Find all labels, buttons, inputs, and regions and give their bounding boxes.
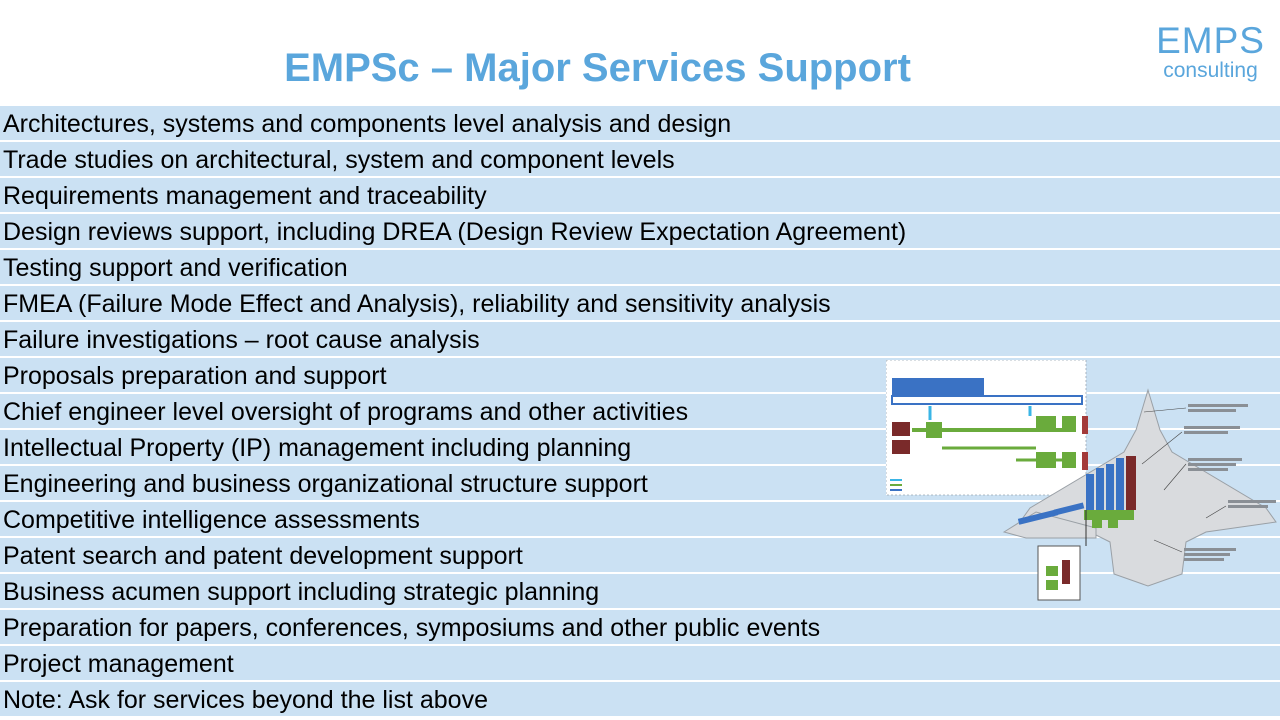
detail-inset-block-3 <box>1062 560 1070 584</box>
schematic-module-4 <box>1062 416 1076 432</box>
aircraft-green-system <box>1084 510 1134 520</box>
schematic-red-strip-2 <box>1082 452 1088 470</box>
schematic-module-5 <box>1062 452 1076 468</box>
schematic-module-2 <box>1036 416 1056 432</box>
schematic-red-strip-1 <box>1082 416 1088 434</box>
annotation-text-6 <box>1188 463 1236 466</box>
schematic-module-3 <box>1036 452 1056 468</box>
list-item: Requirements management and traceability <box>0 178 1280 214</box>
list-item: FMEA (Failure Mode Effect and Analysis),… <box>0 286 1280 322</box>
list-item: Architectures, systems and components le… <box>0 106 1280 142</box>
company-logo: EMPS consulting <box>1153 22 1268 82</box>
annotation-text-4 <box>1184 431 1228 434</box>
annotation-text-12 <box>1184 558 1224 561</box>
schematic-top-block <box>892 378 984 396</box>
logo-line-2: consulting <box>1163 59 1258 82</box>
aircraft-wing-tank-1 <box>1017 509 1059 525</box>
logo-line-1: EMPS <box>1156 20 1265 61</box>
schematic-red-block-1 <box>892 422 910 436</box>
aircraft-fuel-tank-5 <box>1096 468 1104 510</box>
aircraft-green-module-1 <box>1092 520 1102 528</box>
aircraft-fuel-tank-3 <box>1126 456 1136 510</box>
page-title: EMPSc – Major Services Support <box>284 46 911 90</box>
annotation-text-10 <box>1184 548 1236 551</box>
list-item: Project management <box>0 646 1280 682</box>
annotation-text-5 <box>1188 458 1242 461</box>
annotation-leader-1 <box>1143 407 1187 413</box>
detail-inset <box>1037 545 1081 601</box>
services-list: Architectures, systems and components le… <box>0 106 1280 718</box>
list-item: Failure investigations – root cause anal… <box>0 322 1280 358</box>
annotation-text-3 <box>1184 426 1240 429</box>
annotation-leader-3 <box>1163 463 1187 491</box>
schematic-module-1 <box>926 422 942 438</box>
aircraft-system-schematic-icon <box>886 360 1277 601</box>
aircraft-green-module-2 <box>1108 520 1118 528</box>
schematic-top-line <box>891 395 1083 405</box>
aircraft-fuel-tank-2 <box>1116 458 1124 510</box>
annotation-text-7 <box>1188 468 1228 471</box>
list-item: Note: Ask for services beyond the list a… <box>0 682 1280 718</box>
annotation-text-2 <box>1188 409 1236 412</box>
annotation-text-8 <box>1228 500 1276 503</box>
aircraft-fuel-tank-1 <box>1106 464 1114 510</box>
annotation-leader-4 <box>1205 505 1227 519</box>
annotation-leader-2 <box>1141 431 1183 465</box>
detail-inset-block-2 <box>1046 580 1058 590</box>
list-item: Testing support and verification <box>0 250 1280 286</box>
schematic-red-block-2 <box>892 440 910 454</box>
aircraft-wing-tank-2 <box>1053 502 1085 516</box>
list-item: Preparation for papers, conferences, sym… <box>0 610 1280 646</box>
annotation-text-1 <box>1188 404 1248 407</box>
annotation-leader-5 <box>1153 539 1183 553</box>
detail-inset-block-1 <box>1046 566 1058 576</box>
list-item: Trade studies on architectural, system a… <box>0 142 1280 178</box>
aircraft-body <box>1019 388 1277 587</box>
annotation-text-9 <box>1228 505 1268 508</box>
list-item: Design reviews support, including DREA (… <box>0 214 1280 250</box>
aircraft-fuel-tank-4 <box>1086 474 1094 510</box>
annotation-text-11 <box>1184 553 1230 556</box>
